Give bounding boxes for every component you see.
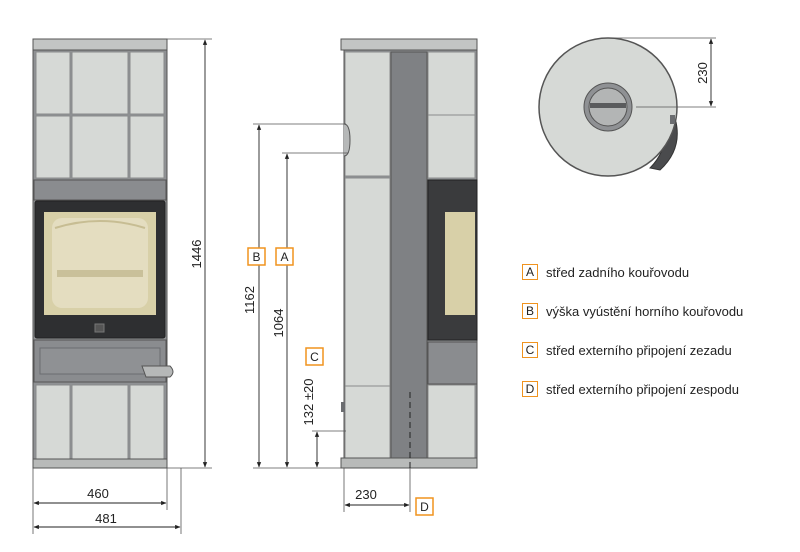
front-door: [34, 200, 166, 339]
door-handle-icon: [141, 365, 174, 378]
front-view: [32, 38, 174, 469]
svg-text:D: D: [420, 500, 429, 514]
rear-offset-label: 230: [355, 487, 377, 502]
legend-badge-d: D: [522, 381, 538, 397]
front-dimensions: [32, 38, 212, 534]
side-dimensions: [253, 123, 411, 512]
front-upper-stone-tiles: [35, 51, 165, 179]
total-height-label: 1446: [189, 240, 204, 269]
body-width-label: 460: [87, 486, 109, 501]
legend-text-b: výška vyústění horního kouřovodu: [546, 303, 744, 319]
legend-item-b: B výška vyústění horního kouřovodu: [522, 301, 792, 321]
legend: A střed zadního kouřovodu B výška vyústě…: [522, 262, 792, 418]
tag-b: B: [247, 247, 266, 266]
legend-text-a: střed zadního kouřovodu: [546, 264, 690, 280]
legend-badge-c: C: [522, 342, 538, 358]
side-view: [340, 38, 478, 469]
svg-text:C: C: [310, 350, 319, 364]
tag-a: A: [275, 247, 294, 266]
legend-text-d: střed externího připojení zespodu: [546, 381, 739, 397]
svg-text:A: A: [280, 250, 288, 264]
legend-badge-a: A: [522, 264, 538, 280]
height-b-label: 1162: [242, 286, 257, 314]
tag-c: C: [305, 347, 324, 366]
legend-item-a: A střed zadního kouřovodu: [522, 262, 792, 282]
top-view: [538, 37, 678, 177]
top-offset-label: 230: [695, 62, 710, 84]
legend-item-d: D střed externího připojení zespodu: [522, 379, 792, 399]
height-c-label: 132 ±20: [301, 379, 316, 426]
svg-text:B: B: [252, 250, 260, 264]
height-a-label: 1064: [271, 309, 286, 338]
tag-d: D: [415, 497, 434, 516]
top-dimensions: [608, 37, 716, 108]
legend-text-c: střed externího připojení zezadu: [546, 342, 732, 358]
total-width-label: 481: [95, 511, 117, 526]
front-lower-stone-tiles: [35, 384, 165, 460]
legend-item-c: C střed externího připojení zezadu: [522, 340, 792, 360]
legend-badge-b: B: [522, 303, 538, 319]
